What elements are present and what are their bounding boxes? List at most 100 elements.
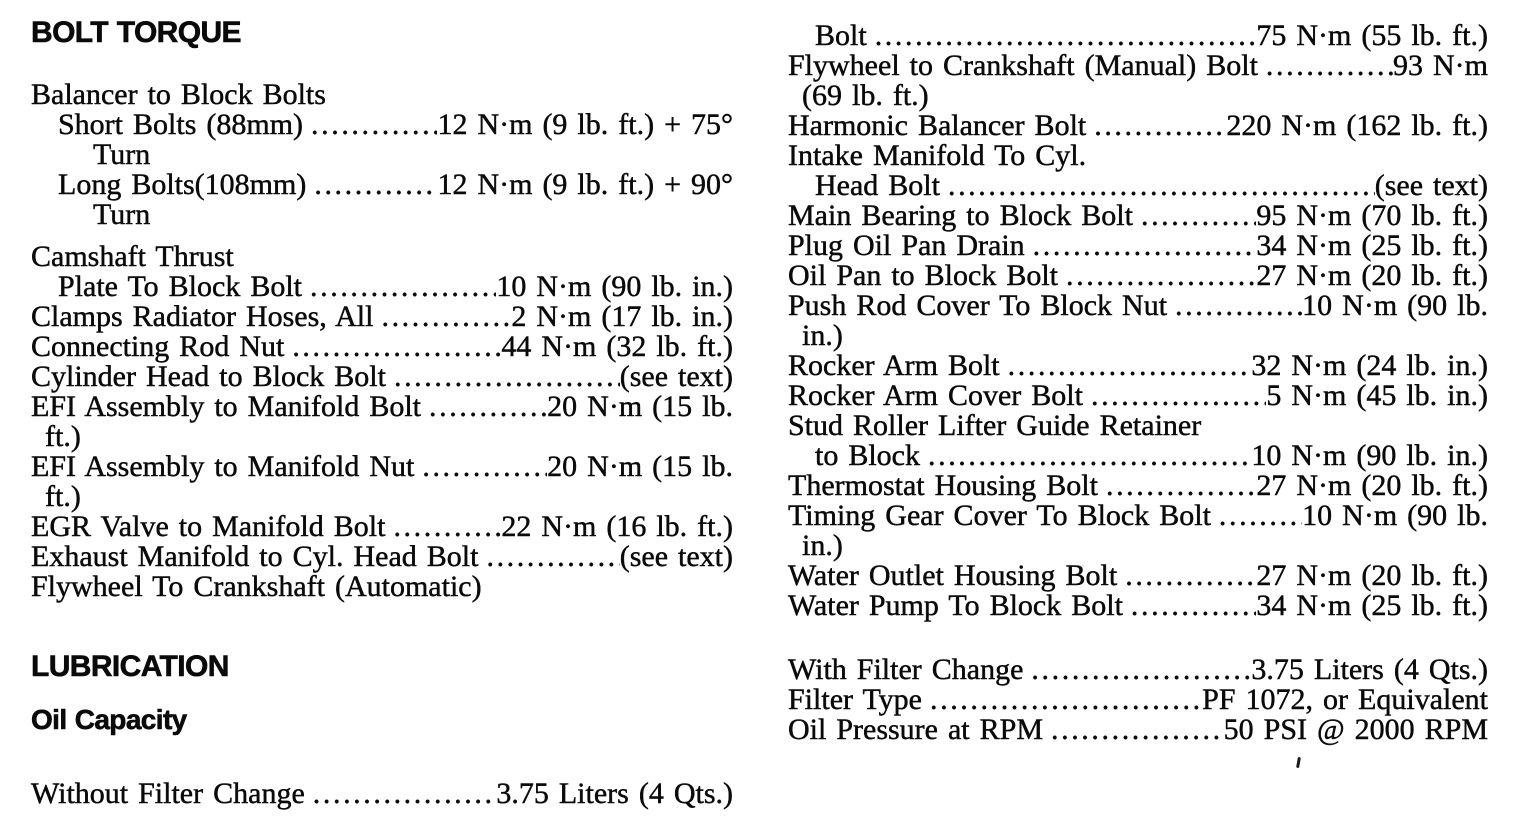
spec-label: Water Outlet Housing Bolt [788, 559, 1118, 592]
spec-value: 5 N·m (45 lb. in.) [1266, 379, 1488, 412]
dot-leader: ........................................… [1105, 471, 1257, 501]
spec-line: Turn [31, 138, 733, 171]
spec-line: EFI Assembly to Manifold Bolt...........… [31, 390, 733, 423]
spec-label: Thermostat Housing Bolt [788, 469, 1098, 502]
spec-value: 50 PSI @ 2000 RPM [1223, 713, 1488, 746]
dot-leader: ........................................… [1218, 501, 1302, 531]
spec-value: (see text) [619, 360, 733, 393]
spec-line: Turn [31, 198, 733, 231]
spec-value: 20 N·m (15 lb. [547, 450, 733, 483]
spec-value: 2 N·m (17 lb. in.) [511, 300, 733, 333]
spec-value: 34 N·m (25 lb. ft.) [1256, 589, 1488, 622]
spec-label: EFI Assembly to Manifold Bolt [31, 390, 422, 423]
spec-label: Bolt [815, 19, 867, 52]
spec-label: EFI Assembly to Manifold Nut [31, 450, 415, 483]
dot-leader: ........................................… [292, 332, 501, 362]
spec-label: Plate To Block Bolt [58, 270, 303, 303]
spec-value: 34 N·m (25 lb. ft.) [1256, 229, 1488, 262]
spec-line: Bolt....................................… [788, 19, 1488, 52]
spec-value: 93 N·m [1393, 49, 1488, 82]
spec-value: 12 N·m (9 lb. ft.) + 90° [437, 168, 733, 201]
spec-line: in.) [788, 529, 1488, 562]
dot-leader: ........................................… [393, 512, 502, 542]
spec-line: Long Bolts(108mm).......................… [31, 168, 733, 201]
spec-label: Short Bolts (88mm) [58, 108, 304, 141]
dot-leader: ........................................… [1094, 111, 1226, 141]
spec-value: 75 N·m (55 lb. ft.) [1256, 19, 1488, 52]
spec-line: Intake Manifold To Cyl. [788, 139, 1488, 172]
spec-label: Cylinder Head to Block Bolt [31, 360, 386, 393]
spec-line: ft.) [31, 480, 733, 513]
spec-value: 10 N·m (90 lb. [1302, 289, 1488, 322]
spec-line: Rocker Arm Cover Bolt...................… [788, 379, 1488, 412]
spec-value: 12 N·m (9 lb. ft.) + 75° [437, 108, 733, 141]
spec-label: Camshaft Thrust [31, 240, 234, 273]
dot-leader: ........................................… [486, 542, 619, 572]
dot-leader: ........................................… [422, 452, 547, 482]
dot-leader: ........................................… [429, 392, 547, 422]
dot-leader: ........................................… [1175, 291, 1302, 321]
spec-line: Flywheel to Crankshaft (Manual) Bolt....… [788, 49, 1488, 82]
spec-value: 44 N·m (32 lb. ft.) [501, 330, 733, 363]
spec-value: 3.75 Liters (4 Qts.) [1251, 653, 1488, 686]
spec-line: Without Filter Change...................… [31, 777, 733, 810]
spec-label: Turn [93, 198, 151, 231]
spec-line: (69 lb. ft.) [788, 80, 1488, 111]
spec-label: Balancer to Block Bolts [31, 78, 326, 111]
spec-label: Push Rod Cover To Block Nut [788, 289, 1168, 322]
spec-label: With Filter Change [788, 653, 1024, 686]
spec-line: Oil Pressure at RPM.....................… [788, 713, 1488, 746]
spec-line: in.) [788, 319, 1488, 352]
spec-value: 27 N·m (20 lb. ft.) [1256, 469, 1488, 502]
spec-label: Filter Type [788, 683, 922, 716]
dot-leader: ........................................… [874, 21, 1256, 51]
spec-label: Intake Manifold To Cyl. [788, 139, 1087, 172]
spec-line: Short Bolts (88mm)......................… [31, 108, 733, 141]
spec-value: 95 N·m (70 lb. ft.) [1256, 199, 1488, 232]
spec-label: Timing Gear Cover To Block Bolt [788, 499, 1211, 532]
dot-leader: ........................................… [1265, 51, 1393, 81]
spec-label: Rocker Arm Bolt [788, 349, 1000, 382]
spec-label: to Block [815, 439, 920, 472]
spec-label: Long Bolts(108mm) [58, 168, 307, 201]
spec-label: in.) [802, 529, 843, 562]
dot-leader: ........................................… [1125, 561, 1257, 591]
spec-label: Turn [93, 138, 151, 171]
spec-label: Rocker Arm Cover Bolt [788, 379, 1083, 412]
spec-line: Oil Pan to Block Bolt...................… [788, 260, 1488, 291]
dot-leader: ........................................… [928, 441, 1252, 471]
spec-line: Clamps Radiator Hoses, All..............… [31, 300, 733, 333]
spec-value: 220 N·m (162 lb. ft.) [1226, 109, 1488, 142]
spec-value: 3.75 Liters (4 Qts.) [496, 777, 733, 810]
spec-value: 10 N·m (90 lb. in.) [496, 270, 733, 303]
spec-line: Filter Type.............................… [788, 683, 1488, 716]
dot-leader: ........................................… [310, 272, 497, 302]
spec-line: EFI Assembly to Manifold Nut............… [31, 450, 733, 483]
spec-line: ft.) [31, 420, 733, 453]
spec-label: ft.) [45, 480, 81, 513]
spec-label: EGR Valve to Manifold Bolt [31, 510, 386, 543]
dot-leader: ........................................… [1090, 381, 1267, 411]
spec-line: Water Outlet Housing Bolt...............… [788, 559, 1488, 592]
spec-line: Timing Gear Cover To Block Bolt.........… [788, 499, 1488, 532]
spec-line: Flywheel To Crankshaft (Automatic) [31, 571, 733, 602]
dot-leader: ........................................… [1032, 231, 1256, 261]
spec-line: Main Bearing to Block Bolt..............… [788, 199, 1488, 232]
spec-line: Cylinder Head to Block Bolt.............… [31, 360, 733, 393]
dot-leader: ........................................… [1031, 655, 1252, 685]
spec-label: Water Pump To Block Bolt [788, 589, 1123, 622]
dot-leader: ........................................… [1130, 591, 1257, 621]
dot-leader: ........................................… [381, 302, 512, 332]
spec-label: in.) [802, 319, 843, 352]
spec-label: Connecting Rod Nut [31, 330, 285, 363]
spec-line: Plate To Block Bolt.....................… [31, 270, 733, 303]
dot-leader: ........................................… [311, 110, 438, 140]
spec-label: Flywheel to Crankshaft (Manual) Bolt [788, 49, 1258, 82]
spec-line: Balancer to Block Bolts [31, 78, 733, 111]
spec-value: 22 N·m (16 lb. ft.) [501, 510, 733, 543]
spec-line: Stud Roller Lifter Guide Retainer [788, 410, 1488, 441]
spec-value: 20 N·m (15 lb. [547, 390, 733, 423]
spec-line: Water Pump To Block Bolt................… [788, 589, 1488, 622]
spec-line: EGR Valve to Manifold Bolt..............… [31, 510, 733, 543]
spec-label: ft.) [45, 420, 81, 453]
